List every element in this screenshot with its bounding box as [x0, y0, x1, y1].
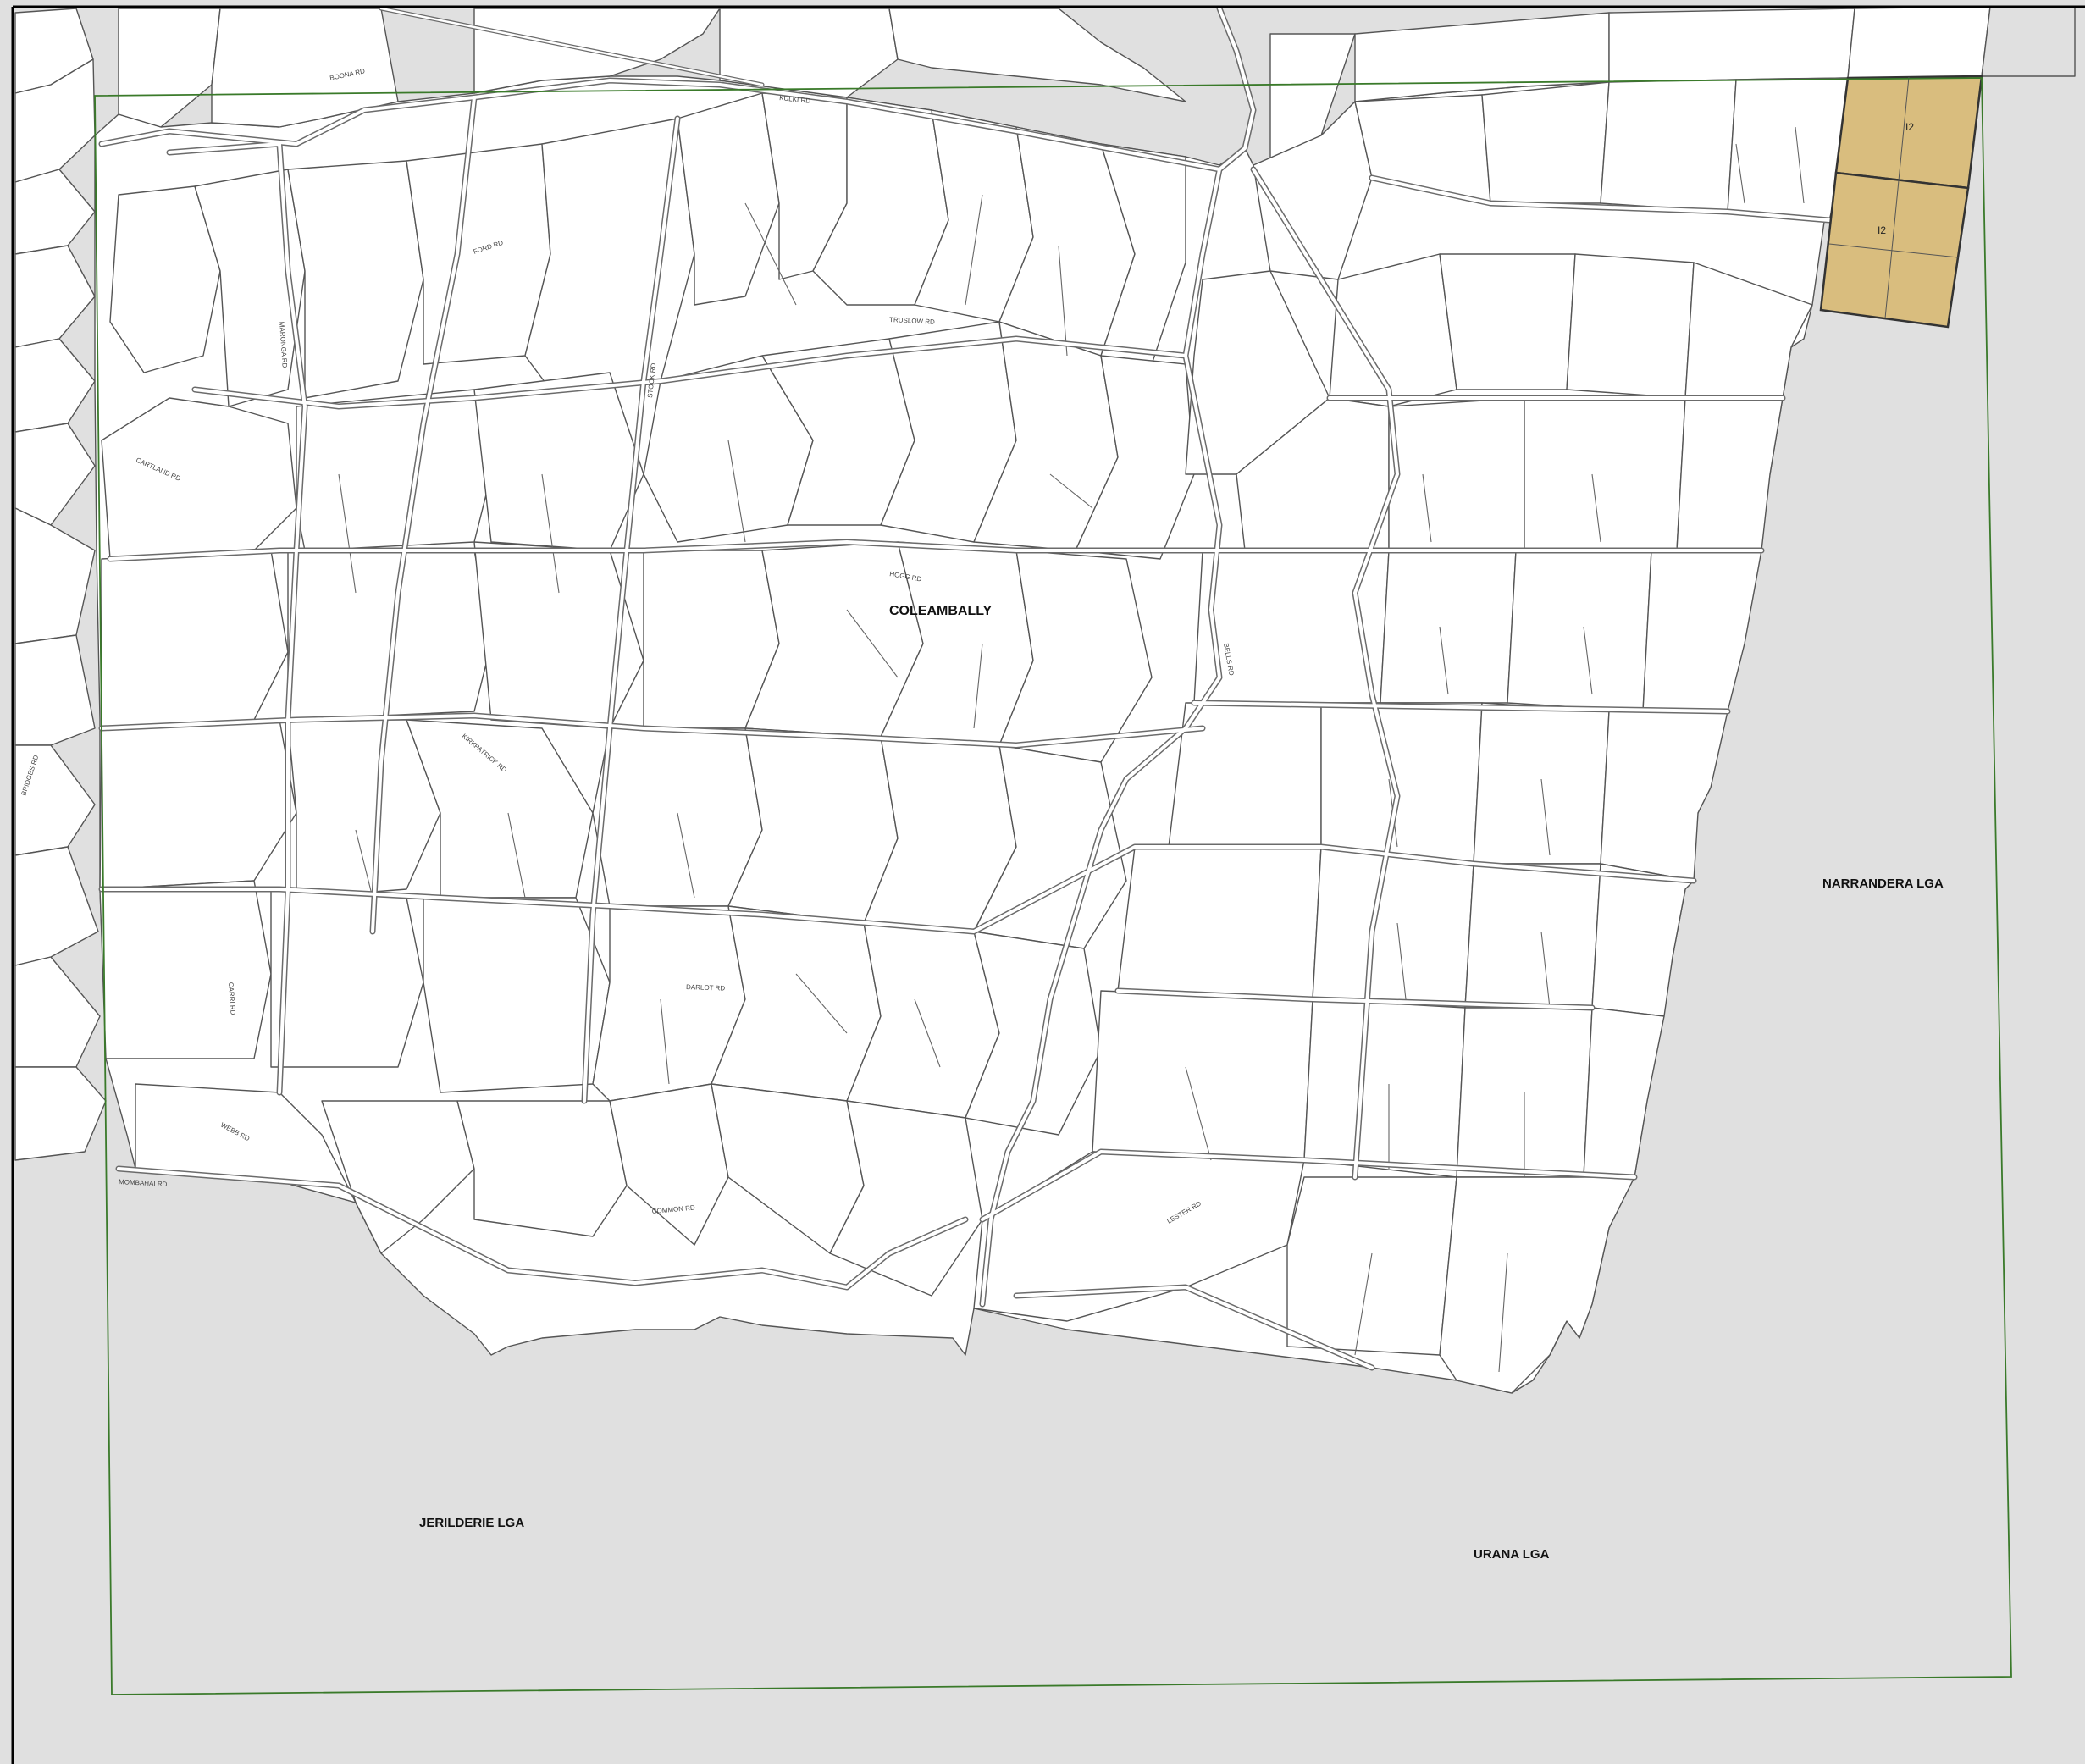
road-label: DARLOT RD — [686, 983, 726, 993]
zone-i2-south[interactable] — [1819, 171, 1970, 329]
zone-label: I2 — [1878, 224, 1886, 236]
parcel-dividers — [338, 126, 1805, 1373]
road-label: CARRI RD — [227, 982, 237, 1015]
lga-boundary — [94, 77, 2012, 1695]
lga-label-urana: URANA LGA — [1474, 1547, 1550, 1562]
road-label: STOCK RD — [646, 362, 657, 398]
road-label: TRUSLOW RD — [889, 316, 935, 326]
road-label: COMMON RD — [651, 1204, 695, 1215]
zone-label: I2 — [1905, 121, 1914, 133]
road-network — [98, 5, 1833, 1371]
road-label: MOMBAHAI RD — [119, 1178, 168, 1188]
lga-label-jerilderie: JERILDERIE LGA — [419, 1516, 524, 1530]
road-label: KULKI RD — [779, 94, 811, 105]
locality-label: COLEAMBALLY — [889, 604, 993, 618]
zone-i2-area[interactable] — [1819, 75, 1983, 329]
north-fringe-parcels — [118, 8, 221, 128]
map-frame — [11, 5, 2085, 1764]
lga-label-narrandera: NARRANDERA LGA — [1822, 876, 1944, 891]
road-label: MARONGA RD — [278, 322, 289, 368]
